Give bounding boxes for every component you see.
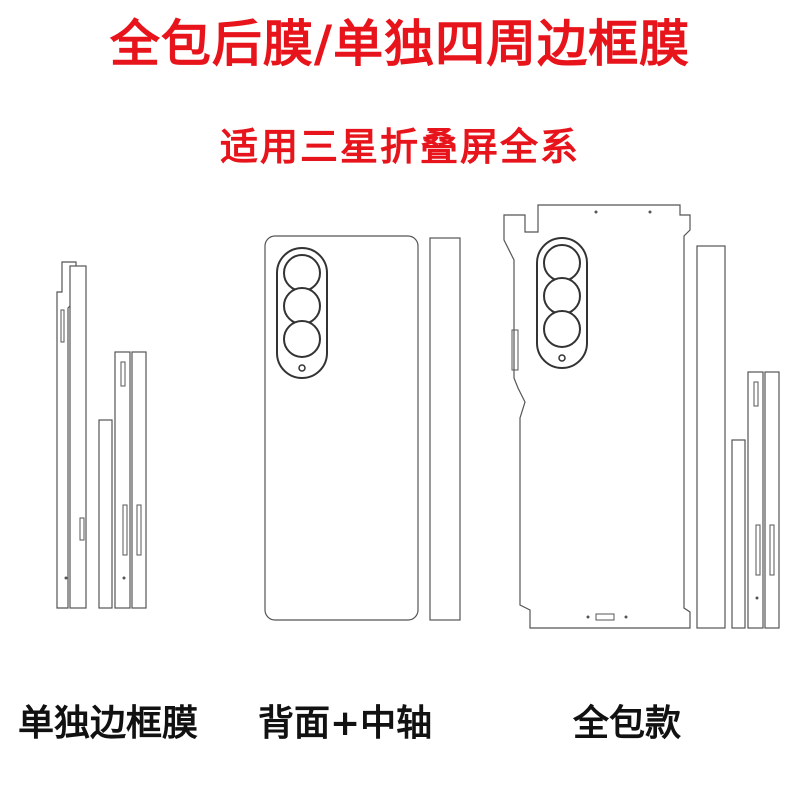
- full-wrap-frame-strip-c: [764, 371, 780, 629]
- frame-strip-short-c: [131, 351, 147, 609]
- full-wrap-frame-strip-b: [747, 371, 764, 629]
- frame-strip-short-b: [114, 351, 131, 609]
- full-wrap-hinge-strip: [696, 245, 726, 629]
- frame-film-strips: [56, 261, 147, 609]
- caption-full-wrap: 全包款: [573, 703, 682, 744]
- full-wrap-back-panel: [503, 204, 691, 629]
- frame-strip-long-right: [69, 265, 87, 609]
- back-hinge-film: [264, 235, 461, 621]
- page-title: 全包后膜/单独四周边框膜: [109, 15, 691, 73]
- caption-frame-only: 单独边框膜: [18, 703, 199, 744]
- frame-strip-short-a: [98, 419, 113, 609]
- hinge-strip: [429, 237, 461, 621]
- page-subtitle: 适用三星折叠屏全系: [219, 125, 580, 169]
- full-wrap-film: [503, 204, 780, 629]
- caption-back-hinge: 背面+中轴: [258, 703, 433, 744]
- full-wrap-frame-strip-a: [731, 439, 746, 629]
